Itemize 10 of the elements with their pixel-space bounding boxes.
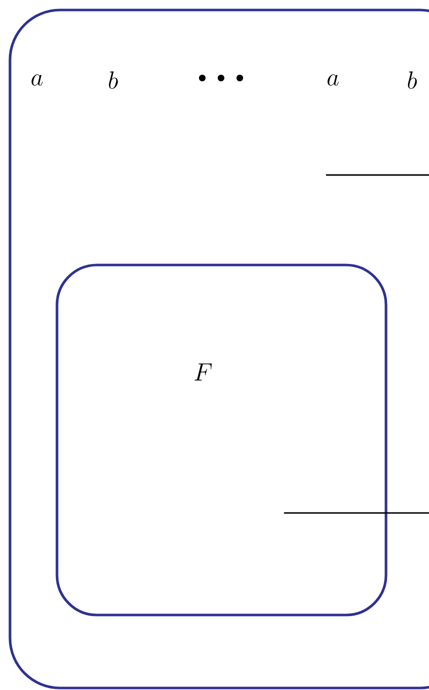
inner-rounded-box <box>56 264 388 616</box>
line <box>326 174 429 176</box>
letter-label: $b$ <box>408 71 417 89</box>
letter-label: $b$ <box>108 71 118 89</box>
rounded-box <box>8 8 429 690</box>
letter-label: $a$ <box>328 74 339 86</box>
line <box>284 512 429 514</box>
letter-label: $a$ <box>32 74 43 86</box>
node-label: $F$ <box>194 364 212 380</box>
letter-label: … <box>198 74 244 82</box>
